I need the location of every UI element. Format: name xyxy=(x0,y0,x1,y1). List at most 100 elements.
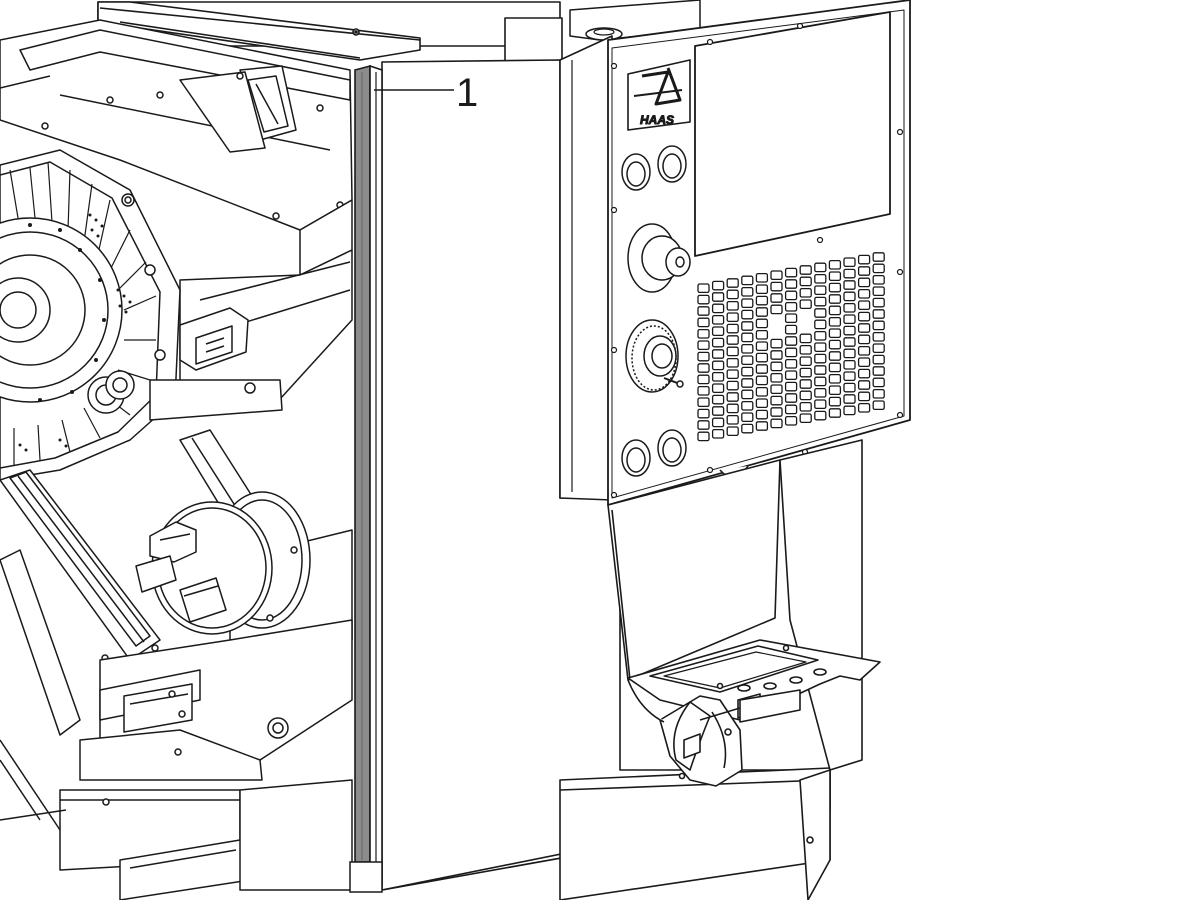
keypad-key xyxy=(726,278,739,288)
keypad-key xyxy=(770,293,783,303)
keypad-key xyxy=(741,275,754,286)
keypad-key xyxy=(857,300,871,311)
keypad-key xyxy=(697,408,710,419)
keypad-key xyxy=(741,321,754,331)
keypad-key xyxy=(814,308,827,318)
keypad-key xyxy=(799,390,812,401)
control-pendant: HAAS xyxy=(559,0,911,506)
keypad-key xyxy=(741,332,754,343)
enclosure-roof xyxy=(97,1,563,67)
keypad-key xyxy=(814,296,827,307)
keypad-key xyxy=(755,364,769,374)
keypad-key xyxy=(872,286,885,297)
keypad-key xyxy=(872,354,885,365)
keypad-key xyxy=(872,274,885,285)
machine-bed xyxy=(0,619,353,901)
keypad-key xyxy=(726,380,739,391)
keypad-key xyxy=(872,320,885,331)
keypad-key xyxy=(770,304,783,315)
keypad-key xyxy=(770,338,783,349)
tool-turret xyxy=(0,149,181,481)
keypad-key xyxy=(784,370,798,381)
keypad-key xyxy=(843,348,856,359)
keypad-key xyxy=(843,359,856,370)
keypad-key xyxy=(726,289,739,300)
door-seal-strip xyxy=(349,64,383,893)
keypad-key xyxy=(711,280,725,291)
keypad-key xyxy=(726,392,739,402)
keypad-key xyxy=(770,372,783,383)
keypad-key xyxy=(741,423,754,434)
keypad-key xyxy=(697,283,710,294)
keypad-key xyxy=(872,377,885,388)
keypad-key xyxy=(697,431,710,442)
keypad-key xyxy=(843,257,856,268)
keypad-key xyxy=(872,331,885,342)
keypad-key xyxy=(872,400,885,411)
keypad-key xyxy=(799,276,812,287)
keypad-key xyxy=(872,343,885,354)
keypad-key xyxy=(872,297,885,308)
keypad-key xyxy=(741,400,754,411)
keypad-key xyxy=(814,330,827,341)
keypad-key xyxy=(697,328,710,339)
keypad-key xyxy=(755,375,769,386)
keypad-key xyxy=(726,312,739,323)
keypad-key xyxy=(843,302,856,313)
keypad-key xyxy=(814,262,827,273)
keypad-key xyxy=(843,394,856,404)
keypad-key xyxy=(711,417,725,428)
keypad-key xyxy=(828,305,842,316)
keypad-key xyxy=(726,357,739,368)
keypad xyxy=(697,252,885,442)
keypad-key xyxy=(843,382,856,393)
callout-1: 1 xyxy=(374,71,478,115)
keypad-key xyxy=(726,323,739,334)
keypad-key xyxy=(741,309,754,320)
keypad-key xyxy=(872,263,885,274)
spindle-chuck xyxy=(135,491,353,651)
keypad-key xyxy=(755,409,769,420)
callout-1-label: 1 xyxy=(456,71,478,115)
keypad-key xyxy=(857,288,871,299)
keypad-key xyxy=(726,335,739,345)
keypad-key xyxy=(741,378,754,388)
keypad-key xyxy=(711,337,725,348)
keypad-key xyxy=(784,393,798,403)
tool-block xyxy=(149,307,283,421)
keypad-key xyxy=(741,343,754,354)
keypad-key xyxy=(857,254,871,265)
keypad-key xyxy=(799,379,812,389)
keypad-key xyxy=(726,346,739,357)
keypad-key xyxy=(799,333,812,344)
keypad-key xyxy=(770,350,783,360)
keypad-key xyxy=(857,402,871,413)
keypad-key xyxy=(857,345,871,356)
keypad-key xyxy=(784,290,798,301)
display-screen xyxy=(694,11,891,257)
keypad-key xyxy=(741,355,754,366)
keypad-key xyxy=(843,325,856,336)
keypad-key xyxy=(755,398,769,409)
keypad-key xyxy=(711,428,725,439)
keypad-key xyxy=(711,326,725,337)
keypad-key xyxy=(770,270,783,281)
keypad-key xyxy=(799,367,812,378)
keypad-key xyxy=(828,373,842,384)
keypad-key xyxy=(697,420,710,430)
keypad-key xyxy=(843,268,856,279)
keypad-key xyxy=(857,277,871,288)
keypad-key xyxy=(857,334,871,345)
keypad-key xyxy=(784,313,798,324)
keypad-key xyxy=(697,351,710,362)
keypad-key xyxy=(697,294,710,305)
keypad-key xyxy=(843,337,856,347)
haas-logo: HAAS xyxy=(627,59,691,131)
interior-housing xyxy=(0,19,353,411)
keypad-key xyxy=(799,299,812,310)
keypad-key xyxy=(857,323,871,333)
keypad-key xyxy=(814,376,827,387)
cycle-start-buttons xyxy=(621,145,687,191)
keypad-key xyxy=(872,366,885,376)
keypad-key xyxy=(711,360,725,371)
